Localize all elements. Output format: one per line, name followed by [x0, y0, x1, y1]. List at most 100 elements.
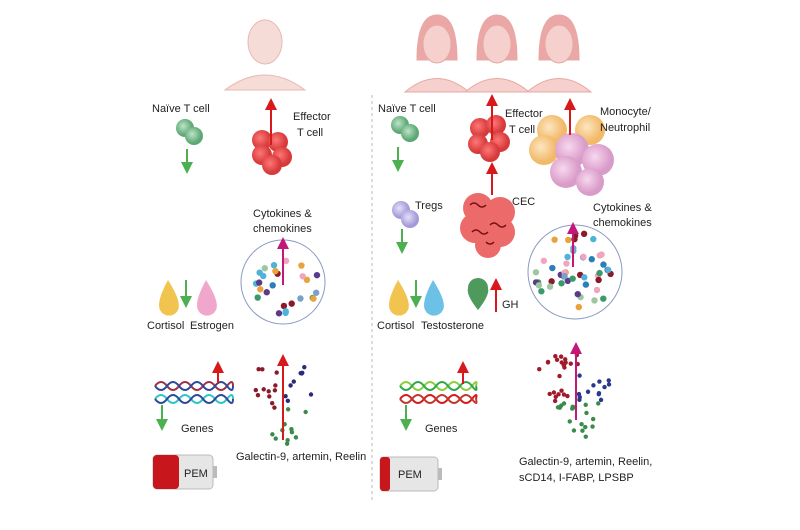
- biomarker-dot: [565, 393, 570, 399]
- biomarkers-label: Galectin-9, artemin, Reelin: [236, 451, 366, 463]
- biomarker-dot: [284, 441, 290, 446]
- cytokines-label: Cytokines &: [253, 208, 312, 220]
- cytokine-dot: [257, 286, 264, 293]
- gh-label: GH: [502, 299, 519, 311]
- biomarker-dot: [545, 359, 551, 365]
- effector-t-cell-icon: [468, 115, 510, 162]
- biomarker-dot: [559, 388, 564, 393]
- cytokine-dot: [282, 257, 290, 265]
- cytokine-dot: [303, 276, 311, 284]
- cytokine-dot: [565, 236, 572, 244]
- biomarker-dot: [598, 397, 604, 403]
- cytokine-dot: [299, 273, 306, 280]
- cytokine-dot: [551, 236, 558, 243]
- estrogen-label: Estrogen: [190, 320, 234, 332]
- biomarker-dot: [308, 392, 314, 397]
- cytokine-dot: [595, 276, 602, 284]
- cytokine-dot: [561, 272, 568, 280]
- cytokine-dot: [590, 235, 597, 243]
- effector-label-2: T cell: [509, 124, 535, 136]
- cytokine-dot: [591, 297, 598, 304]
- cytokine-dot: [596, 269, 603, 277]
- right-panel: Naïve T cell Effector T cell Monocyte/ N…: [377, 94, 652, 492]
- cytokine-dot: [563, 260, 570, 267]
- biomarker-dot: [285, 407, 291, 412]
- biomarker-dot: [583, 434, 588, 439]
- cytokine-dot: [313, 271, 321, 279]
- cytokine-dot: [581, 274, 588, 281]
- biomarker-dot: [255, 392, 261, 398]
- biomarker-dot: [274, 370, 279, 375]
- monocyte-label-2: Neutrophil: [600, 122, 650, 134]
- cytokine-circle: [527, 224, 623, 320]
- biomarker-dot: [583, 424, 588, 430]
- biomarker-dot: [288, 383, 293, 388]
- biomarker-dot: [256, 367, 261, 372]
- cytokine-dot: [548, 278, 555, 285]
- biomarker-dot: [558, 354, 564, 359]
- cytokine-dot: [275, 310, 283, 317]
- cytokine-dot: [564, 253, 571, 261]
- biomarker-dot: [537, 367, 542, 372]
- naive-t-cell-label: Naïve T cell: [152, 103, 210, 115]
- cytokine-dot: [297, 295, 304, 302]
- cortisol-drop-icon: [389, 280, 409, 316]
- cytokine-dot: [312, 289, 320, 296]
- cytokine-dot: [255, 279, 263, 286]
- biomarkers-label-2: sCD14, I-FABP, LPSBP: [519, 472, 634, 484]
- biomarkers-label: Galectin-9, artemin, Reelin,: [519, 456, 652, 468]
- biomarker-dots: [253, 364, 314, 446]
- cytokine-dot: [260, 272, 267, 280]
- biomarker-dot: [597, 379, 602, 384]
- biomarker-dot: [553, 353, 558, 359]
- biomarker-dot: [303, 409, 308, 415]
- pem-label: PEM: [184, 468, 208, 480]
- cytokine-dot: [263, 289, 270, 296]
- cytokines-label-2: chemokines: [593, 217, 652, 229]
- cytokine-dot: [574, 290, 581, 298]
- monocyte-label: Monocyte/: [600, 106, 652, 118]
- biomarker-dot: [266, 389, 271, 394]
- biomarker-dot: [585, 389, 591, 394]
- biomarker-dot: [561, 392, 567, 397]
- biomarker-dot: [596, 391, 601, 397]
- cytokine-dot: [598, 251, 605, 258]
- biomarker-dot: [291, 379, 296, 384]
- cytokine-dot: [272, 267, 279, 275]
- cytokine-dot: [261, 265, 268, 272]
- cytokine-dot: [600, 261, 607, 268]
- effector-t-cell-icon: [252, 130, 292, 175]
- female-head-icon: [525, 14, 593, 93]
- effector-label: Effector: [293, 111, 331, 123]
- cytokine-dot: [269, 282, 276, 289]
- cytokine-dot: [605, 266, 612, 274]
- biomarker-dot: [302, 364, 307, 370]
- cytokine-dot: [588, 256, 595, 263]
- male-head-icon: [223, 19, 307, 91]
- monocyte-neutrophil-icon: [529, 115, 614, 196]
- cytokines-label: Cytokines &: [593, 202, 652, 214]
- cec-label: CEC: [512, 196, 535, 208]
- cytokine-dot: [558, 280, 565, 287]
- biomarker-dots: [537, 352, 612, 439]
- biomarker-dot: [261, 387, 266, 392]
- biomarker-dot: [273, 436, 278, 441]
- cytokine-dot: [298, 262, 305, 269]
- biomarker-dot: [260, 367, 265, 372]
- biomarker-dot: [272, 405, 277, 410]
- biomarker-dot: [285, 398, 291, 403]
- biomarker-dot: [590, 424, 595, 429]
- biomarker-dot: [285, 438, 290, 443]
- testosterone-drop-icon: [424, 280, 444, 316]
- cortisol-label: Cortisol: [377, 320, 414, 332]
- gh-drop-icon: [467, 278, 489, 310]
- biomarker-dot: [568, 361, 573, 366]
- biomarker-dot: [253, 387, 259, 393]
- testosterone-label: Testosterone: [421, 320, 484, 332]
- female-head-icons: [403, 14, 593, 93]
- cytokine-dot: [580, 253, 587, 261]
- biomarker-dot: [293, 435, 299, 440]
- cytokine-dot: [535, 282, 543, 289]
- biomarker-dot: [298, 371, 303, 376]
